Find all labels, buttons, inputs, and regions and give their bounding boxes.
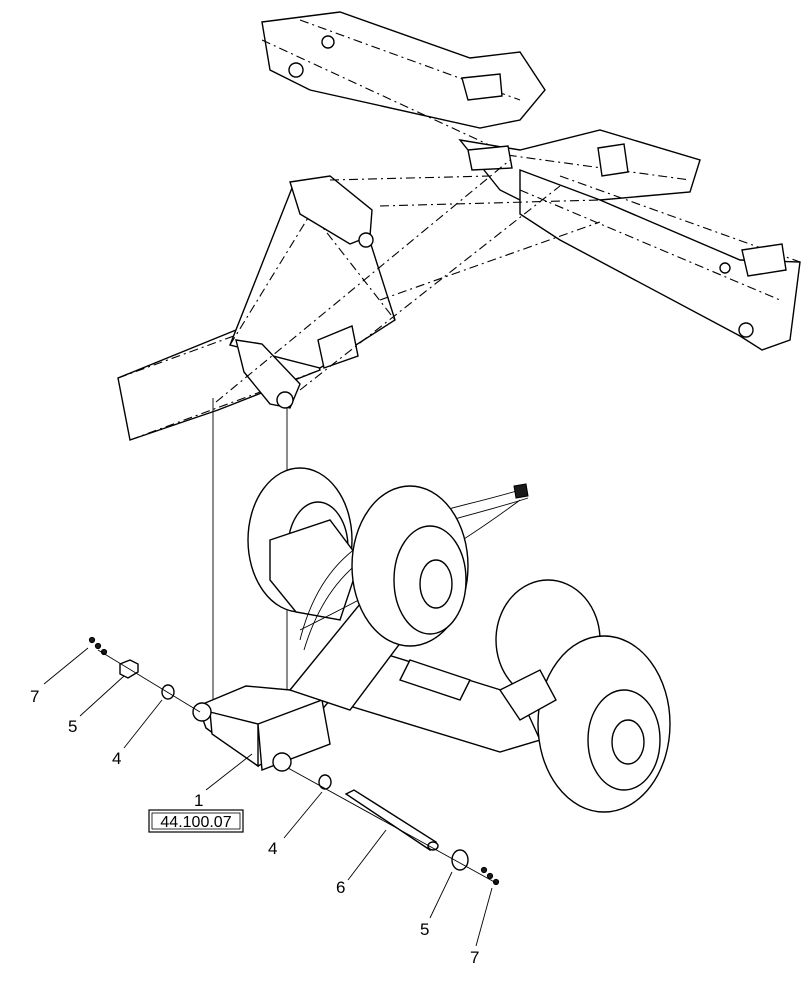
main-frame-phantom (117, 11, 801, 441)
callout-6: 6 (336, 878, 345, 897)
washer-4-top (161, 684, 175, 700)
bolt-7-top-b (94, 642, 102, 650)
axle-carriage (192, 467, 671, 813)
reference-box[interactable]: 44.100.07 (148, 809, 244, 833)
callout-5-bottom: 5 (420, 920, 429, 939)
callout-7-top: 7 (30, 687, 39, 706)
bolt-7-bottom-a (480, 866, 488, 874)
reference-box-text: 44.100.07 (160, 814, 231, 831)
callout-4-top: 4 (112, 749, 121, 768)
leader-lines (43, 647, 493, 947)
callout-7-bottom: 7 (470, 948, 479, 967)
callout-1: 1 (194, 791, 203, 810)
callout-4-bottom: 4 (268, 839, 277, 858)
callout-5-top: 5 (68, 717, 77, 736)
pin-6 (344, 789, 438, 851)
bolt-7-bottom-b (486, 872, 494, 880)
washer-4-bottom (318, 774, 332, 790)
bolt-7-top-a (88, 636, 96, 644)
